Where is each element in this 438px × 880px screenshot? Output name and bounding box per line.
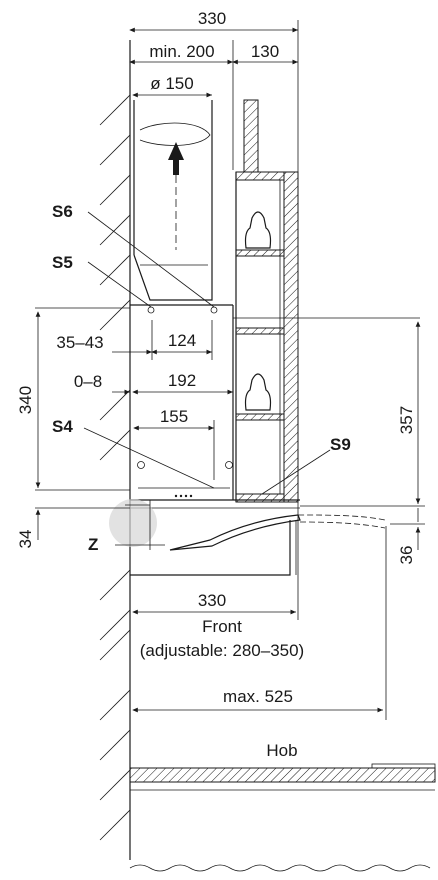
label-front: Front (202, 617, 242, 636)
hood-body (130, 304, 386, 576)
dim-124: 124 (168, 331, 196, 350)
label-s4: S4 (52, 417, 73, 436)
bottle-icon (244, 211, 272, 249)
dim-192: 192 (168, 371, 196, 390)
dim-340: 340 (16, 386, 35, 414)
bottom-dimensions (99, 609, 383, 713)
airflow-arrow-icon (168, 142, 184, 175)
label-hob: Hob (266, 741, 297, 760)
dim-155: 155 (160, 407, 188, 426)
dim-34: 34 (16, 530, 35, 549)
label-s5: S5 (52, 253, 73, 272)
wall-cabinet (235, 99, 299, 503)
label-adjustable: (adjustable: 280–350) (140, 641, 304, 660)
bottle-icon (244, 373, 272, 411)
label-z: Z (88, 535, 98, 554)
dim-0-8: 0–8 (74, 372, 102, 391)
dim-130: 130 (251, 42, 279, 61)
dim-top-total: 330 (198, 9, 226, 28)
label-s9: S9 (330, 435, 351, 454)
hood-visor (169, 514, 301, 551)
dim-min-200: min. 200 (149, 42, 214, 61)
left-dimensions (35, 307, 233, 540)
dim-36: 36 (397, 546, 416, 565)
dim-357: 357 (397, 406, 416, 434)
dim-diameter: ø 150 (150, 74, 193, 93)
dim-bottom-330: 330 (198, 591, 226, 610)
dim-35-43: 35–43 (56, 333, 103, 352)
right-dimensions (233, 317, 425, 720)
exhaust-duct (133, 100, 213, 301)
left-wall (99, 40, 131, 860)
dim-max-525: max. 525 (223, 687, 293, 706)
leader-lines (83, 211, 331, 546)
label-s6: S6 (52, 202, 73, 221)
hob-worktop (129, 763, 436, 872)
detail-z-circle (109, 499, 157, 547)
